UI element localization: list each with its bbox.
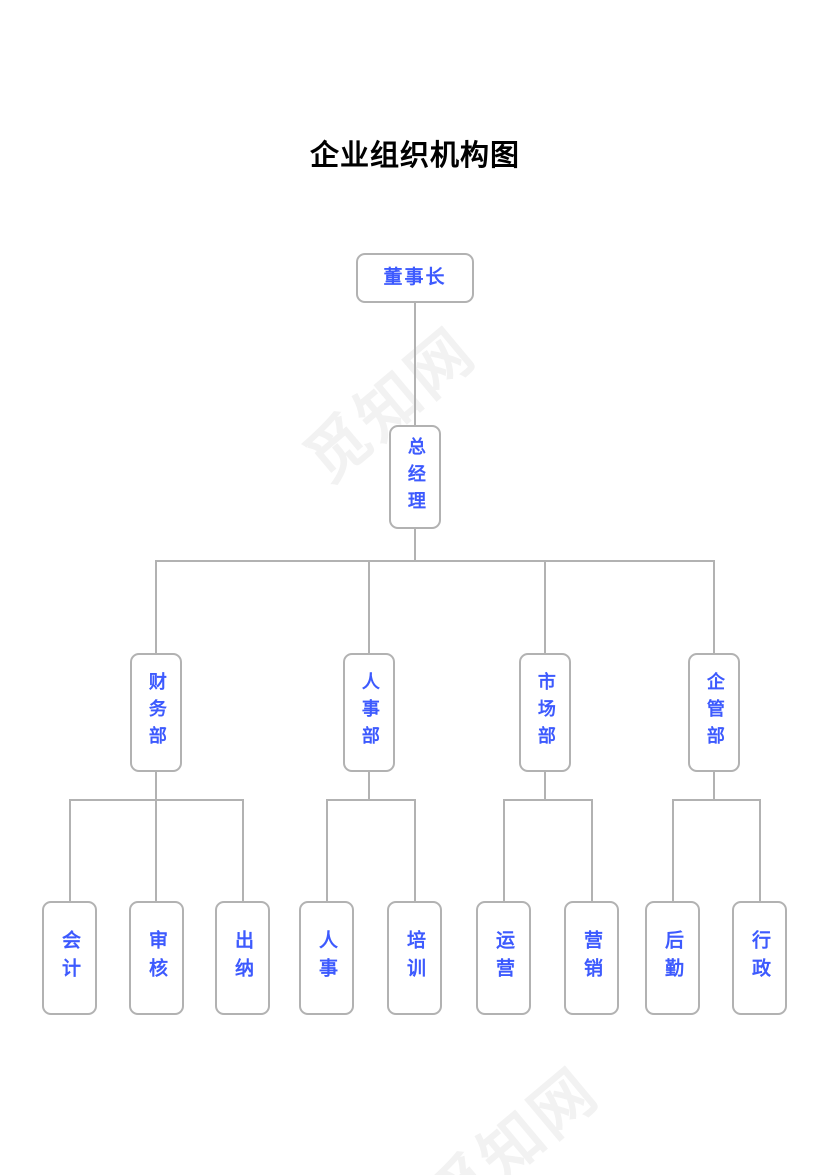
connector-drop-audit [155,799,157,901]
connector-drop-operations [503,799,505,901]
org-node-label: 审核 [146,930,169,986]
org-node-label: 董事长 [383,266,447,289]
connector-drop-personnel [326,799,328,901]
connector-drop-logistics [672,799,674,901]
org-node-sales[interactable]: 营销 [564,901,619,1015]
org-node-audit[interactable]: 审核 [129,901,184,1015]
connector-marketing-bus [503,799,593,801]
org-node-label: 会计 [59,930,82,986]
org-node-label: 后勤 [662,930,685,986]
connector-enterprise-mgmt-drop [713,772,715,801]
connector-drop-hr [368,560,370,653]
org-node-cashier[interactable]: 出纳 [215,901,270,1015]
connector-drop-training [414,799,416,901]
connector-chairman-to-gm [414,303,416,425]
org-node-label: 企管部 [703,672,725,753]
connector-drop-accounting [69,799,71,901]
connector-enterprise-mgmt-bus [672,799,761,801]
page-title: 企业组织机构图 [309,138,520,172]
org-node-label: 总经理 [404,436,426,518]
org-node-label: 运营 [493,930,516,986]
connector-drop-cashier [242,799,244,901]
watermark: 觅知网 [290,313,490,497]
org-node-finance-department[interactable]: 财务部 [130,653,182,772]
connector-drop-finance [155,560,157,653]
connector-finance-drop [155,772,157,801]
connector-drop-enterprise-mgmt [713,560,715,653]
org-node-label: 营销 [581,930,604,986]
org-node-enterprise-management-department[interactable]: 企管部 [688,653,740,772]
org-node-operations[interactable]: 运营 [476,901,531,1015]
org-node-label: 出纳 [232,930,255,986]
connector-drop-marketing [544,560,546,653]
org-node-hr-department[interactable]: 人事部 [343,653,395,772]
org-node-logistics[interactable]: 后勤 [645,901,700,1015]
org-node-label: 人事 [316,930,339,986]
connector-drop-administration [759,799,761,901]
org-node-training[interactable]: 培训 [387,901,442,1015]
connector-marketing-drop [544,772,546,801]
org-node-label: 市场部 [534,672,556,753]
connector-gm-drop [414,529,416,562]
org-node-personnel[interactable]: 人事 [299,901,354,1015]
org-node-chairman[interactable]: 董事长 [356,253,474,303]
org-node-accounting[interactable]: 会计 [42,901,97,1015]
connector-hr-drop [368,772,370,801]
connector-hr-bus [326,799,416,801]
watermark: 觅知网 [413,1053,613,1175]
org-node-marketing-department[interactable]: 市场部 [519,653,571,772]
org-node-administration[interactable]: 行政 [732,901,787,1015]
org-node-label: 人事部 [358,672,380,753]
connector-drop-sales [591,799,593,901]
org-node-general-manager[interactable]: 总经理 [389,425,441,529]
org-node-label: 财务部 [145,672,167,753]
org-node-label: 行政 [749,930,772,986]
org-node-label: 培训 [404,930,427,986]
connector-department-bus [155,560,715,562]
